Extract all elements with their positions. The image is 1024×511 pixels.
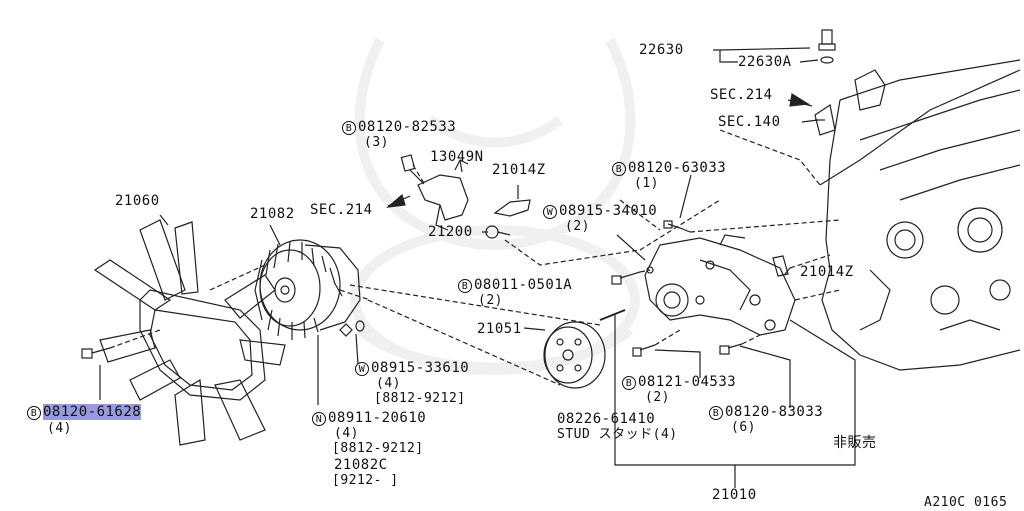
label-sec214-left: SEC.214	[310, 202, 373, 218]
label-22630: 22630	[639, 42, 684, 58]
label-21014Z-top: 21014Z	[492, 162, 546, 178]
label-qty-82533: (3)	[364, 135, 389, 150]
label-stud-61410: 08226-61410	[557, 411, 656, 427]
label-qty-0501A: (2)	[478, 293, 503, 308]
pulley-21051	[543, 321, 606, 389]
bolt-symbol: B	[622, 376, 636, 390]
part-number-highlighted[interactable]: 08120-61628	[43, 404, 142, 420]
bolt-symbol: B	[612, 162, 626, 176]
label-21082: 21082	[250, 206, 295, 222]
bolt-symbol: B	[342, 121, 356, 135]
label-21082C: 21082C	[334, 457, 388, 473]
water-pump-21010	[644, 234, 796, 336]
part-number: 08915-33610	[371, 360, 470, 376]
washer-symbol: W	[543, 205, 557, 219]
engine-block	[814, 59, 1021, 371]
label-stud-text: STUD スタッド(4)	[557, 427, 678, 442]
label-range-20610: [8812-9212]	[332, 441, 424, 456]
nut-symbol: N	[312, 412, 326, 426]
bolt-symbol: B	[709, 406, 723, 420]
label-qty-83033: (6)	[731, 420, 756, 435]
part-number: 08121-04533	[638, 374, 737, 390]
watermark-emblem	[350, 37, 640, 375]
part-number: 08120-82533	[358, 119, 457, 135]
washer-symbol: W	[355, 362, 369, 376]
assembly-lines	[109, 129, 841, 386]
label-21051: 21051	[477, 321, 522, 337]
label-21200: 21200	[428, 224, 473, 240]
part-number: 08915-34010	[559, 203, 658, 219]
label-range-21082C: [9212- ]	[332, 473, 399, 488]
temp-sensor-22630	[713, 29, 836, 64]
label-21010: 21010	[712, 487, 757, 503]
label-not-for-sale: 非販売	[833, 435, 877, 451]
part-number: 08911-20610	[328, 410, 427, 426]
label-qty-33610: (4)	[376, 376, 401, 391]
label-13049N: 13049N	[430, 149, 484, 165]
part-number: 08011-0501A	[474, 277, 573, 293]
label-qty-34010: (2)	[565, 219, 590, 234]
label-qty-04533: (2)	[645, 390, 670, 405]
label-22630A: 22630A	[738, 54, 792, 70]
label-sec214-top: SEC.214	[710, 87, 773, 103]
label-sec140: SEC.140	[718, 114, 781, 130]
label-range-33610: [8812-9212]	[374, 391, 466, 406]
bolt-symbol: B	[458, 279, 472, 293]
bolt-symbol: B	[27, 406, 41, 420]
part-number: 08120-83033	[725, 404, 824, 420]
cooling-fan-21060	[93, 219, 286, 446]
label-21014Z-right: 21014Z	[800, 264, 854, 280]
label-qty-20610: (4)	[334, 426, 359, 441]
label-21060: 21060	[115, 193, 160, 209]
leader-lines	[159, 119, 856, 488]
water-outlet-13049N	[400, 154, 469, 231]
figure-id: A210C 0165	[924, 495, 1008, 510]
label-qty-61628: (4)	[47, 421, 72, 436]
label-qty-63033: (1)	[634, 176, 659, 191]
part-number: 08120-63033	[628, 160, 727, 176]
